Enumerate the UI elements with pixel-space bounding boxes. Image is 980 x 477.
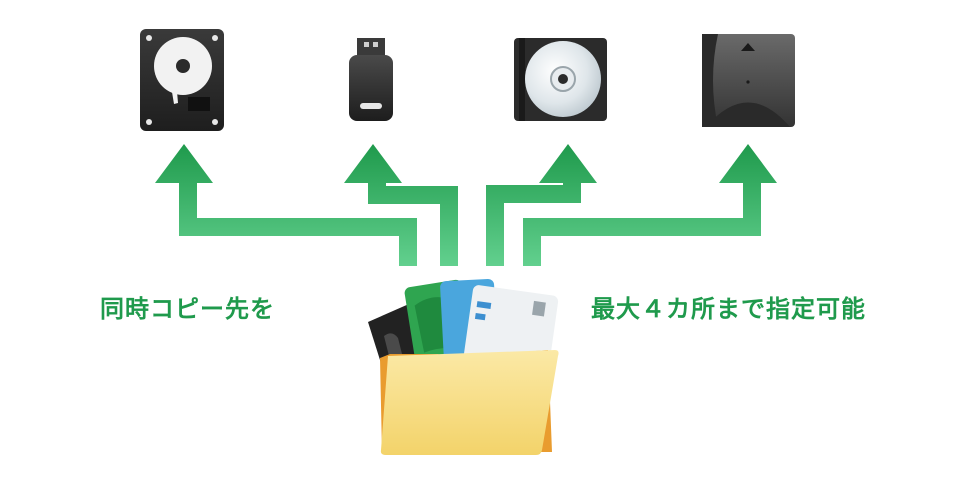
arrow-to-hard-disk	[155, 144, 417, 266]
label-right: 最大４カ所まで指定可能	[591, 295, 866, 323]
cartridge-icon	[702, 34, 795, 127]
arrow-to-usb-flash	[344, 144, 458, 266]
hard-drive-icon	[140, 29, 224, 131]
arrows	[155, 144, 777, 266]
arrow-to-optical-disc	[486, 144, 597, 266]
label-left: 同時コピー先を	[100, 295, 275, 323]
folder-icon	[368, 278, 559, 455]
usb-drive-icon	[349, 38, 393, 121]
arrow-to-tape-cartridge	[523, 144, 777, 266]
cd-disc-icon	[514, 38, 607, 121]
